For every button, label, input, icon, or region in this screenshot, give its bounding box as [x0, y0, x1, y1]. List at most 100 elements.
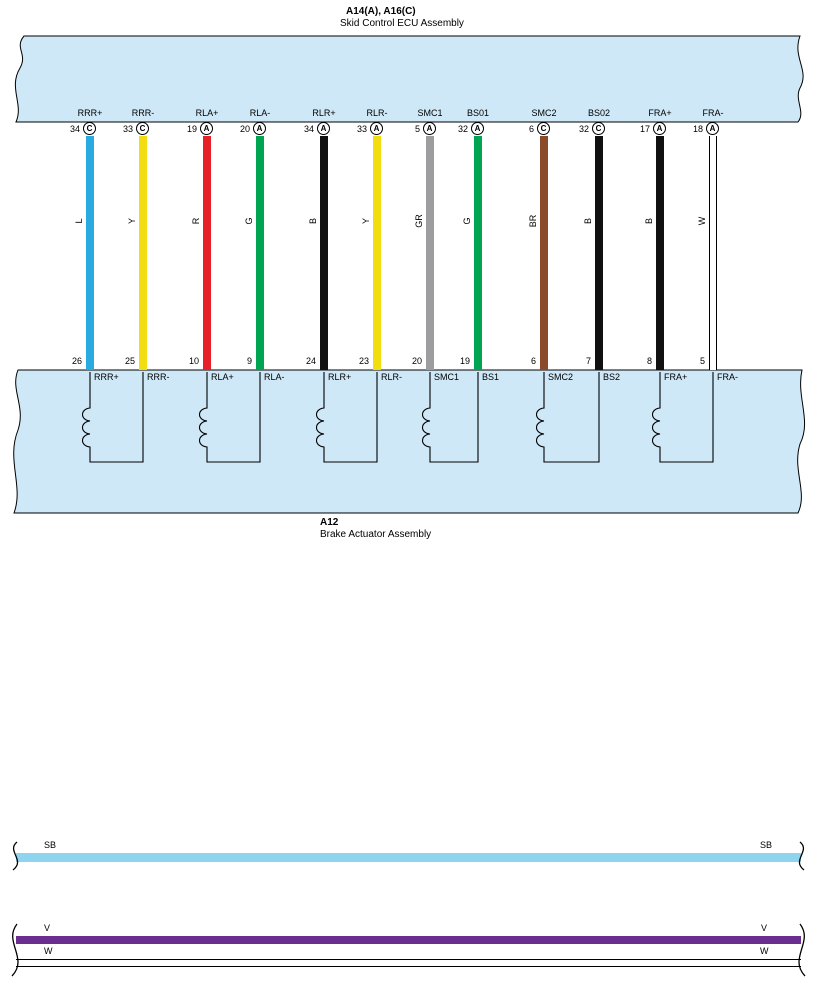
wire-color-code: G	[462, 217, 472, 225]
wire-band	[320, 136, 328, 370]
connector-letter: C	[136, 122, 149, 135]
sb-wire-label-right: SB	[760, 840, 773, 850]
wire-color-code: Y	[361, 218, 371, 225]
pin-label-top: RLR+	[312, 108, 336, 118]
w-wire-label-right: W	[760, 946, 769, 956]
pin-label-top: BS02	[587, 108, 611, 118]
wire-band	[709, 136, 717, 370]
ecu-band-shape	[14, 35, 804, 123]
w-wire-band	[16, 959, 801, 967]
v-wire-band	[16, 936, 801, 944]
terminal-label: BS1	[482, 372, 500, 382]
pin-number-top: 32	[457, 124, 468, 134]
wire-color-code: R	[191, 217, 201, 225]
connector-letter: A	[423, 122, 436, 135]
wire-band	[656, 136, 664, 370]
connector-letter: A	[317, 122, 330, 135]
pin-number-bottom: 20	[411, 356, 422, 366]
pin-label-top: RLA-	[249, 108, 271, 118]
pin-label-top: SMC1	[417, 108, 443, 118]
terminal-label: FRA-	[717, 372, 738, 382]
pin-number-top: 32	[578, 124, 589, 134]
pin-number-top: 17	[639, 124, 650, 134]
sb-wire-label-left: SB	[44, 840, 57, 850]
wire-color-code: Y	[127, 218, 137, 225]
wire-color-code: B	[644, 218, 654, 225]
solenoid-circuit	[535, 372, 600, 463]
connector-letter: A	[471, 122, 484, 135]
pin-number-top: 18	[692, 124, 703, 134]
pin-number-top: 6	[528, 124, 534, 134]
pin-number-bottom: 8	[646, 356, 652, 366]
pin-label-top: BS01	[466, 108, 490, 118]
pin-number-top: 34	[303, 124, 314, 134]
connector-letter: A	[653, 122, 666, 135]
wire-band	[540, 136, 548, 370]
connector-letter: A	[706, 122, 719, 135]
pin-label-top: RLA+	[195, 108, 219, 118]
wire-color-code: B	[308, 218, 318, 225]
pin-number-top: 19	[186, 124, 197, 134]
wire-band	[595, 136, 603, 370]
actuator-band-shape	[13, 369, 806, 514]
wire-band	[474, 136, 482, 370]
connector-letter: A	[200, 122, 213, 135]
wire-color-code: BR	[528, 214, 538, 228]
terminal-label: RRR+	[94, 372, 119, 382]
wire-color-code: W	[697, 216, 707, 226]
v-wire-label-left: V	[44, 923, 51, 933]
solenoid-circuits	[81, 372, 714, 463]
solenoid-circuit	[315, 372, 378, 463]
connector-letter: A	[253, 122, 266, 135]
connector-letter: C	[83, 122, 96, 135]
pin-number-bottom: 7	[585, 356, 591, 366]
wire-band	[139, 136, 147, 370]
terminal-label: RRR-	[147, 372, 170, 382]
pin-label-top: FRA+	[648, 108, 672, 118]
terminal-label: FRA+	[664, 372, 688, 382]
connector-letter: C	[592, 122, 605, 135]
wire-band	[256, 136, 264, 370]
sb-wire-band	[16, 853, 801, 862]
terminal-label: SMC2	[548, 372, 574, 382]
pin-number-bottom: 23	[358, 356, 369, 366]
terminal-label: BS2	[603, 372, 621, 382]
solenoid-circuit	[81, 372, 144, 463]
pin-number-bottom: 24	[305, 356, 316, 366]
terminal-label: RLR-	[381, 372, 403, 382]
wire-color-code: B	[583, 218, 593, 225]
terminal-label: SMC1	[434, 372, 460, 382]
pin-number-bottom: 6	[530, 356, 536, 366]
solenoid-circuit	[421, 372, 479, 463]
pin-number-top: 33	[122, 124, 133, 134]
wire-band	[426, 136, 434, 370]
pin-label-top: RRR-	[131, 108, 155, 118]
pin-label-top: FRA-	[702, 108, 724, 118]
bottom-assembly-name: Brake Actuator Assembly	[320, 529, 432, 540]
pin-number-bottom: 10	[188, 356, 199, 366]
pin-number-bottom: 19	[459, 356, 470, 366]
pin-label-top: RLR-	[366, 108, 388, 118]
pin-number-top: 20	[239, 124, 250, 134]
wire-band	[373, 136, 381, 370]
bottom-assembly-code: A12	[320, 517, 339, 528]
pin-number-bottom: 26	[71, 356, 82, 366]
terminal-label: RLR+	[328, 372, 352, 382]
connector-letter: C	[537, 122, 550, 135]
v-wire-label-right: V	[761, 923, 768, 933]
top-assembly-code: A14(A), A16(C)	[346, 6, 416, 17]
pin-number-top: 33	[356, 124, 367, 134]
connector-letter: A	[370, 122, 383, 135]
w-wire-label-left: W	[44, 946, 53, 956]
pin-number-bottom: 9	[246, 356, 252, 366]
solenoid-circuit	[651, 372, 714, 463]
solenoid-circuit	[198, 372, 261, 463]
pin-number-top: 5	[414, 124, 420, 134]
wire-color-code: G	[244, 217, 254, 225]
pin-number-bottom: 25	[124, 356, 135, 366]
top-assembly-name: Skid Control ECU Assembly	[340, 18, 464, 29]
wire-band	[203, 136, 211, 370]
wire-band	[86, 136, 94, 370]
